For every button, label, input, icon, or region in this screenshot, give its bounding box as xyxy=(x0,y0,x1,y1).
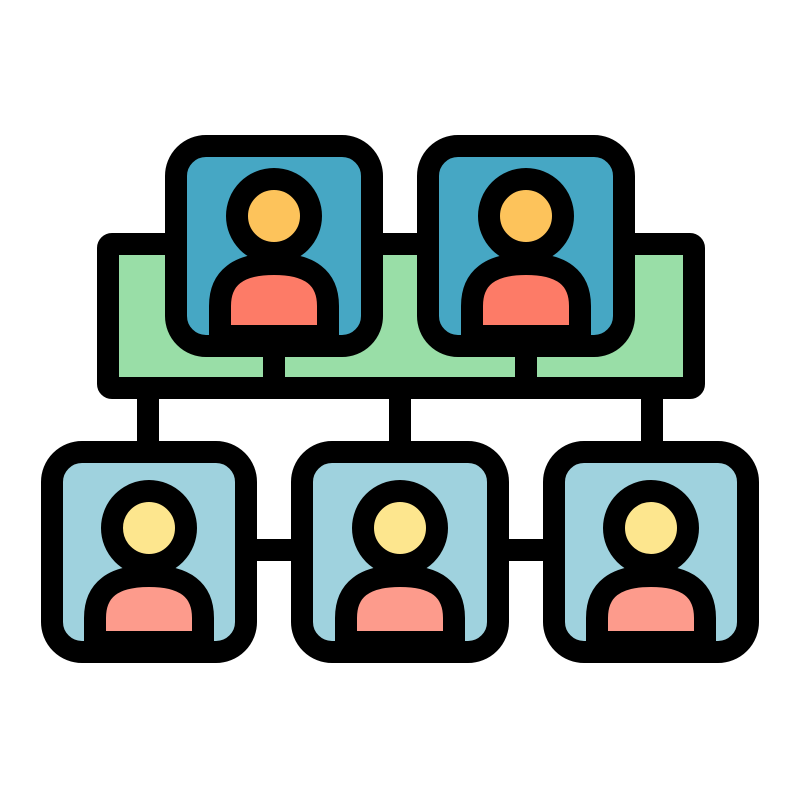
person-head xyxy=(603,480,699,576)
bottom-person-card xyxy=(41,441,257,663)
person-body xyxy=(335,565,465,653)
person-body xyxy=(209,253,339,347)
person-body xyxy=(84,565,214,653)
person-head xyxy=(478,168,574,264)
person-body xyxy=(461,253,591,347)
person-head xyxy=(352,480,448,576)
person-head xyxy=(101,480,197,576)
bottom-person-card xyxy=(543,441,759,663)
bottom-person-card xyxy=(291,441,509,663)
top-person-card xyxy=(417,135,635,357)
person-head xyxy=(226,168,322,264)
person-body xyxy=(586,565,716,653)
top-person-card xyxy=(165,135,383,357)
